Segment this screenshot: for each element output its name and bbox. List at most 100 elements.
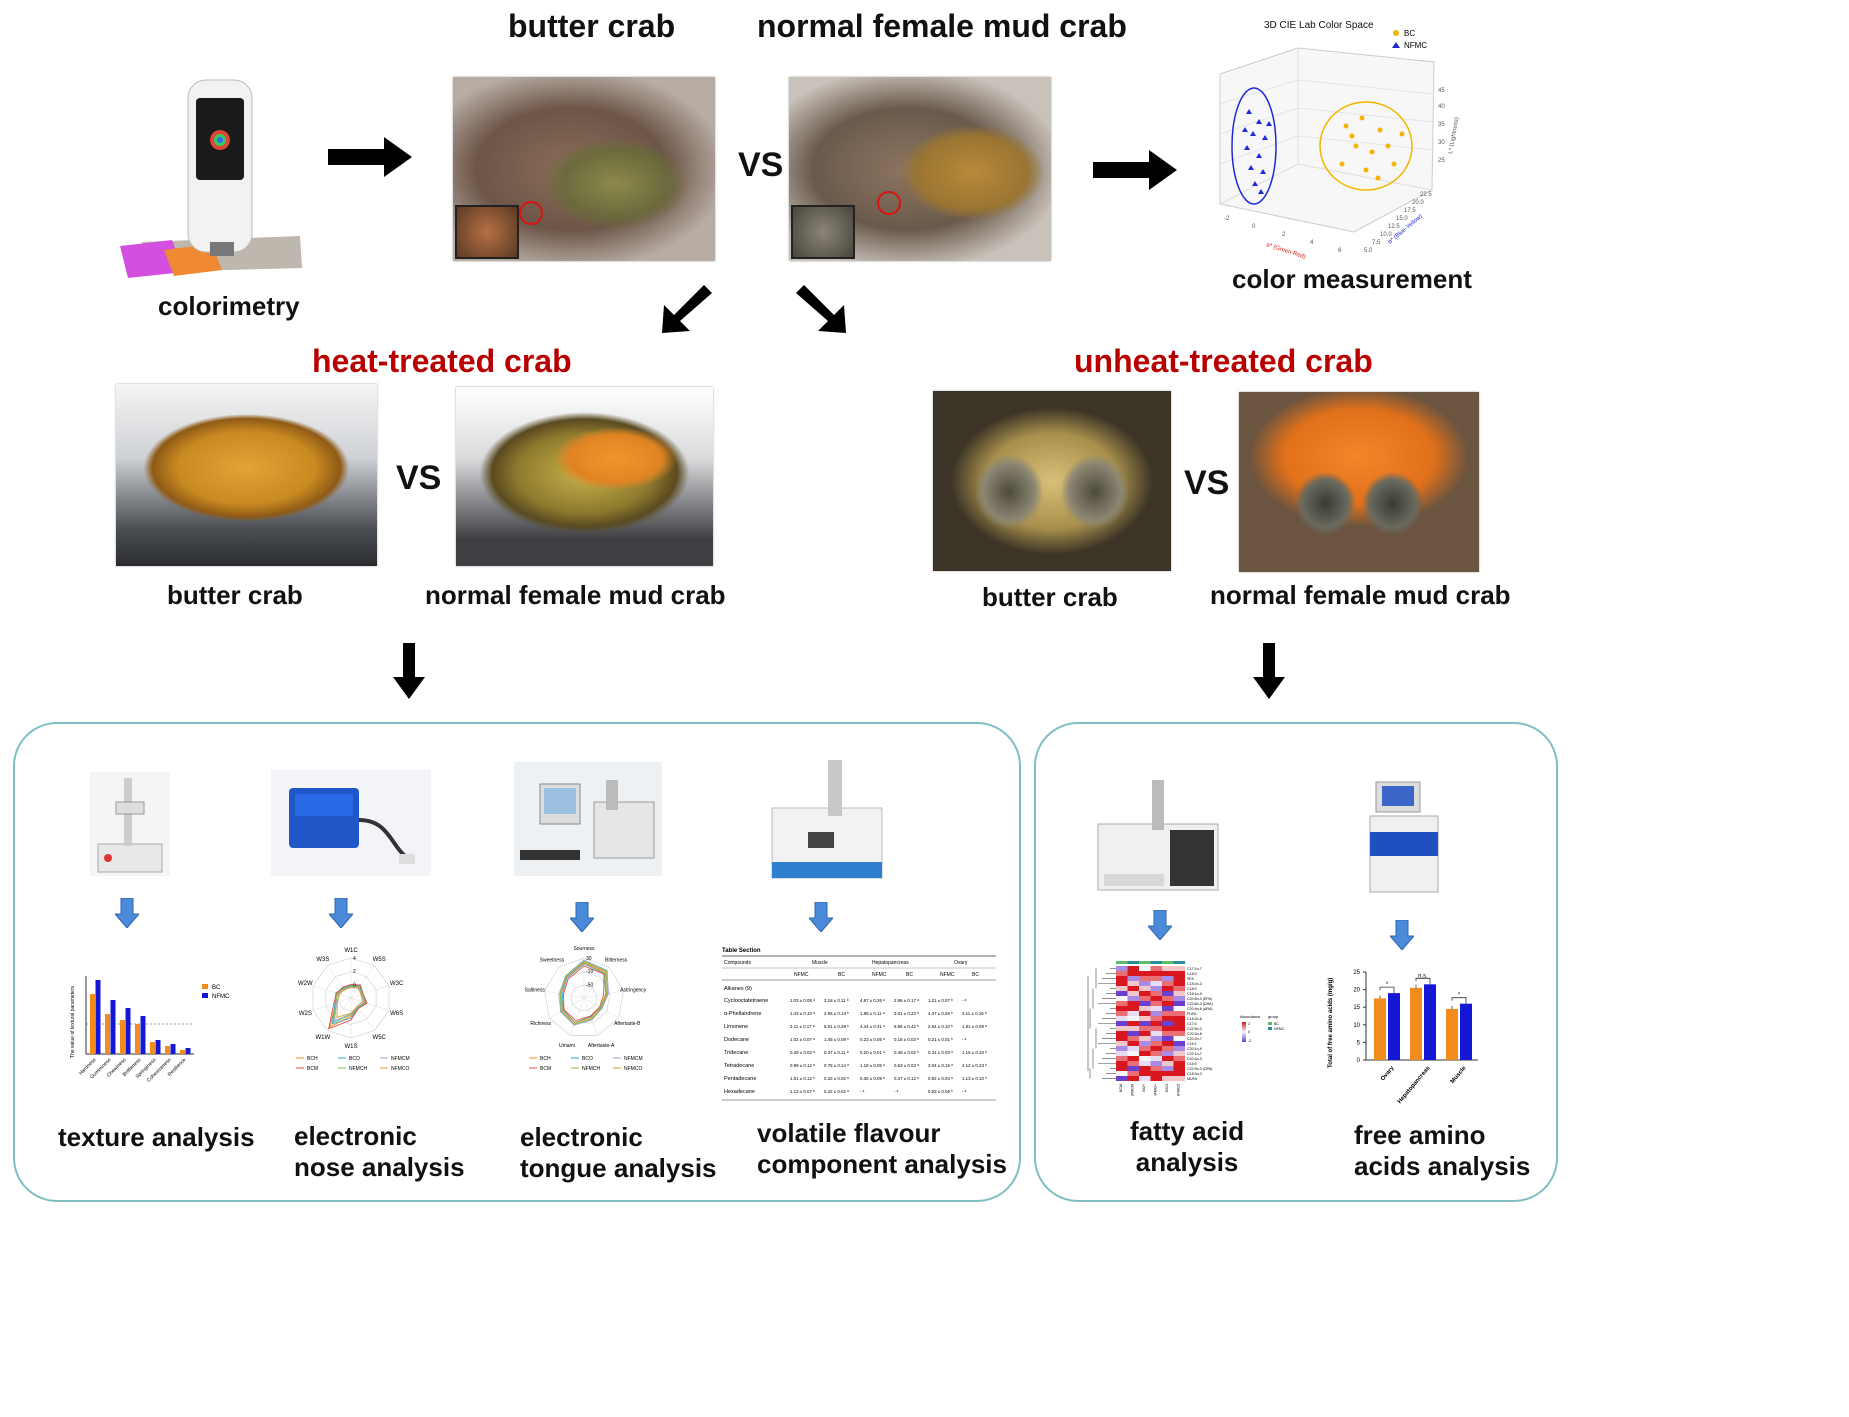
heatmap-cell [1127,1066,1139,1071]
radar-axis-label: Bitterness [605,958,628,964]
arrow-down-icon [393,643,425,699]
table-value-cell: 1.45 ± 0.09 ᵇ [824,1037,849,1042]
heatmap-cell [1173,991,1185,996]
label-line: fatty acid [1130,1116,1245,1146]
heatmap-cell [1173,1071,1185,1076]
heatmap-row-label: C20:4n-3 [1187,1057,1202,1061]
z-axis-label: L* (Lightness) [1448,117,1460,155]
color-plot-title: 3D CIE Lab Color Space [1264,20,1374,31]
volatile-compounds-table: Table Section Compounds Muscle Hepatopan… [722,948,996,1101]
radar-axis-label: W3C [390,981,404,987]
radar-legend-label: BCM [307,1066,318,1072]
heatmap-cell [1150,1076,1162,1081]
heatmap-cell [1150,1046,1162,1051]
table-value-cell: 3.01 ± 0.23 ᵇ [894,1011,919,1016]
table-value-cell: 1.13 ± 0.10 ᵇ [962,1076,987,1081]
heatmap-row-label: C17:0 [1187,1022,1197,1026]
table-subheader: BC [838,972,845,978]
table-value-cell: 0.47 ± 0.12 ᵃ [894,1076,919,1081]
a-tick: 0 [1252,224,1256,230]
radar-spoke [544,990,585,999]
radar-spoke [583,967,610,999]
radar-spoke [327,997,352,1031]
fatty-acid-heatmap: C17:1n-7C16:0SFAC18:4n-3C18:0C18:1n-9C20… [1087,961,1285,1096]
amino-ytick-label: 5 [1357,1040,1361,1046]
label-butter-crab-top: butter crab [508,8,676,44]
table-value-cell: 1.81 ± 0.09 ᵃ [962,1024,987,1029]
photo-normal-crab-top [789,77,1051,261]
heatmap-cell [1173,971,1185,976]
heatmap-cell [1162,1011,1174,1016]
photo-heat-normal-crab [456,387,713,566]
table-subheader: NFMC [794,972,809,978]
texture-bar-nfmc [140,1016,146,1054]
label-line: acids analysis [1354,1151,1531,1181]
b-tick: 7.5 [1372,240,1381,246]
heatmap-cell [1139,1056,1151,1061]
heatmap-cell [1139,1006,1151,1011]
texture-legend-nfmc: NFMC [212,994,230,1000]
heatmap-column-label: NFMCH [1154,1084,1158,1096]
table-value-cell: 0.75 ± 0.14 ᵃ [824,1063,849,1068]
heatmap-scale: -2 [1248,1039,1251,1043]
heatmap-cell [1116,1006,1128,1011]
heatmap-cell [1127,1071,1139,1076]
texture-bar-bc [150,1042,155,1054]
heatmap-cell [1127,1006,1139,1011]
a-tick: -2 [1224,216,1230,222]
table-compound-cell: Dodecane [724,1037,749,1043]
table-value-cell: 0.33 ± 0.02 ᵃ [824,1076,849,1081]
blue-arrow-down-icon [809,902,833,932]
table-caption: Table Section [722,948,761,954]
radar-spoke [327,965,352,999]
heatmap-cell [1173,1021,1185,1026]
radar-grid-ring [570,984,598,1011]
gc-instrument-image [1097,780,1219,891]
amino-acid-analyzer-image [1369,781,1439,893]
radar-axis-label: W3S [316,957,329,963]
inset-photo-butter-crab [455,205,519,259]
heatmap-cell [1116,976,1128,981]
heatmap-cell [1127,986,1139,991]
texture-bar-bc [135,1024,140,1054]
label-line: nose analysis [294,1152,465,1182]
heatmap-cell [1127,991,1139,996]
color-space-3d-plot: 3D CIE Lab Color Space BC NFMC 45 40 35 … [1219,20,1460,261]
heatmap-scale: 2 [1248,1022,1250,1026]
electronic-tongue-image [514,762,662,876]
heatmap-cell [1173,1036,1185,1041]
z-tick: 25 [1438,158,1445,164]
radar-axis-label: W5C [373,1035,387,1041]
heatmap-row-label: C18:2n-6 [1187,1017,1202,1021]
radar-legend-label: BCO [349,1056,360,1062]
amino-ytick-label: 0 [1357,1058,1361,1064]
heatmap-group-bar [1116,961,1128,964]
amino-significance-label: * [1458,993,1461,999]
table-value-cell: 4.44 ± 0.31 ᵃ [860,1024,885,1029]
heatmap-cell [1162,1061,1174,1066]
radar-grid-ring [544,957,624,1036]
legend-bc-marker [1393,30,1399,36]
heatmap-group-bar [1127,961,1139,964]
table-value-cell: 0.93 ± 0.06 ᵇ [928,1089,953,1094]
blue-arrow-down-icon [115,898,139,928]
table-value-cell: 0.31 ± 0.03 ᵃ [928,1050,953,1055]
electronic-tongue-radar-chart: SournessBitternessAstringencyAftertaste-… [525,946,647,1072]
heatmap-group-bar [1173,961,1185,964]
amino-bar-bc [1374,998,1386,1060]
b-tick: 15.0 [1396,216,1408,222]
heatmap-cell [1116,1026,1128,1031]
radar-series-line [560,962,607,1024]
label-unheat-normal-crab: normal female mud crab [1210,580,1511,610]
heatmap-cell [1150,996,1162,1001]
texture-bar-nfmc [155,1040,161,1054]
heatmap-row-label: C20:1n-9 [1187,1047,1202,1051]
heatmap-cell [1116,981,1128,986]
table-compound-cell: Cyclooctatetraene [724,998,768,1004]
heatmap-cell [1139,986,1151,991]
heatmap-row-label: C20:3n-6 [1187,1032,1202,1036]
gc-ms-image [771,760,883,879]
table-value-cell: - ᵃ [894,1089,899,1094]
label-line: electronic [520,1122,643,1152]
